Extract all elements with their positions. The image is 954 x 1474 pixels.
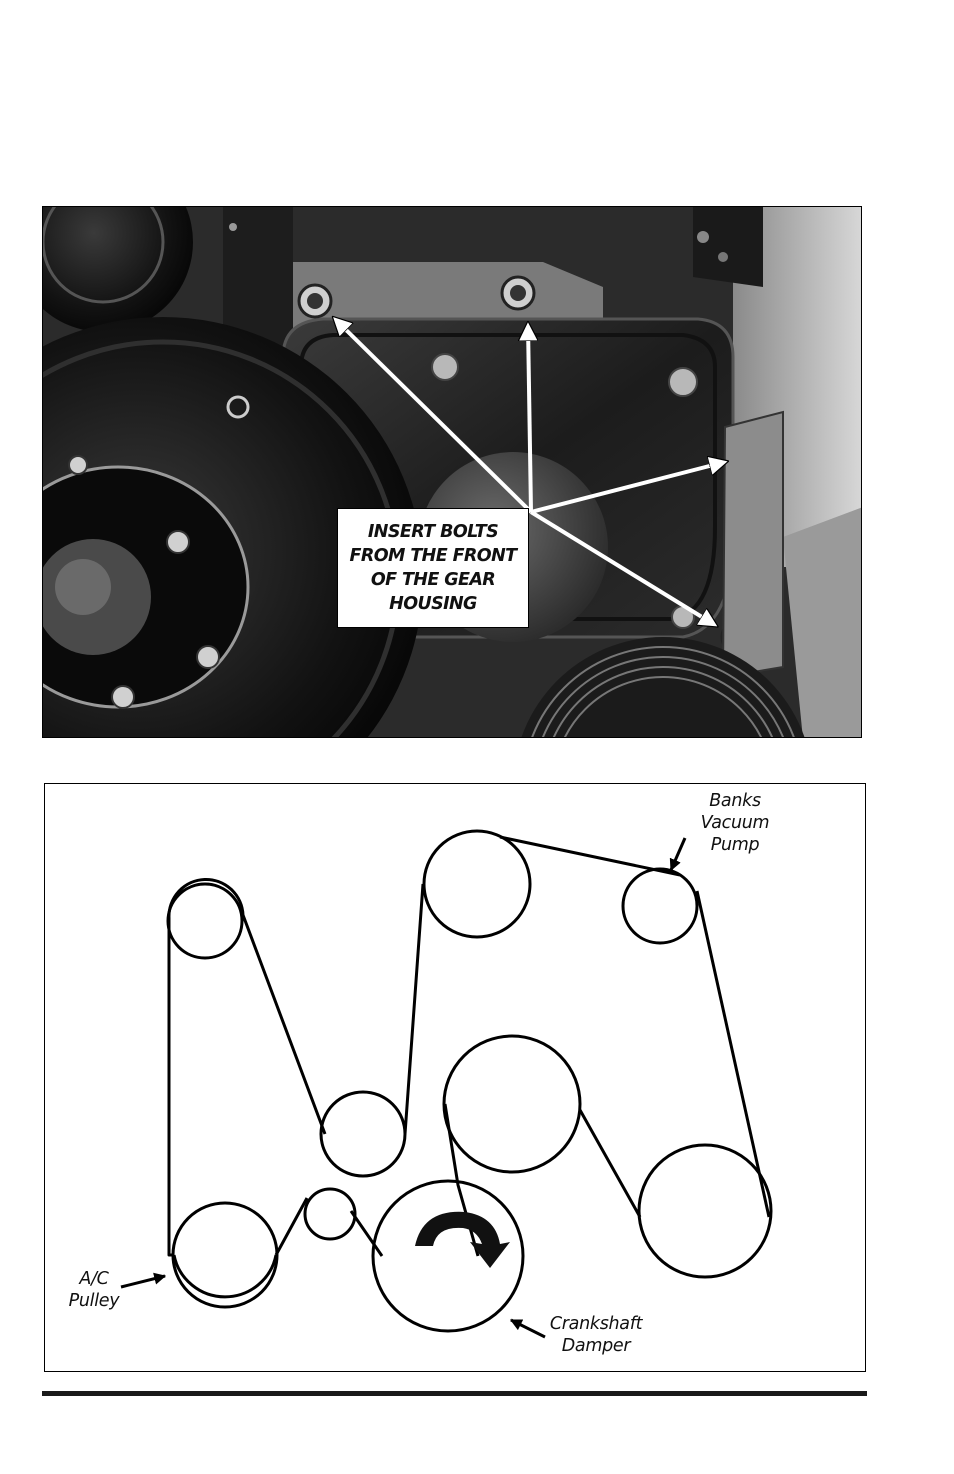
callout-line-4: HOUSING (389, 592, 477, 616)
top-center-pulley (424, 831, 530, 937)
crankshaft-label-line-2: Damper (541, 1335, 651, 1357)
ac-pulley-label-line-1: A/C (59, 1268, 129, 1290)
engine-gear-housing-photo (42, 206, 862, 738)
vacuum-pump-pointer (671, 838, 685, 870)
serpentine-belt (169, 837, 769, 1256)
idler-top-left-pulley (168, 884, 242, 958)
vacuum-pump-pulley (623, 869, 697, 943)
belt-routing-svg (45, 784, 866, 1372)
photo-illustration (43, 207, 862, 738)
right-bracket (723, 412, 783, 677)
crankshaft-damper-pulley (373, 1181, 523, 1331)
right-lower-pulley (639, 1145, 771, 1277)
ac-pulley (173, 1203, 277, 1307)
crankshaft-label-line-1: Crankshaft (541, 1313, 651, 1335)
idler-mid-pulley (321, 1092, 405, 1176)
pulleys (168, 831, 771, 1331)
bottom-rule-divider (42, 1391, 867, 1396)
small-idler-pulley (305, 1189, 355, 1239)
vacuum-pump-label: Banks Vacuum Pump (685, 790, 785, 856)
alternator-pulley (444, 1036, 580, 1172)
upper-component (693, 207, 763, 287)
vacuum-pump-label-line-1: Banks (685, 790, 785, 812)
belt-routing-diagram: Banks Vacuum Pump A/C Pulley Crankshaft … (44, 783, 866, 1372)
callout-line-2: FROM THE FRONT (350, 544, 517, 568)
ac-pulley-label: A/C Pulley (59, 1268, 129, 1312)
callout-line-1: INSERT BOLTS (368, 520, 498, 544)
photo-callout-box: INSERT BOLTS FROM THE FRONT OF THE GEAR … (337, 508, 529, 628)
ac-pulley-label-line-2: Pulley (59, 1290, 129, 1312)
vacuum-pump-label-line-3: Pump (685, 834, 785, 856)
rotation-arrow-icon (415, 1212, 510, 1268)
crankshaft-pointer (511, 1320, 545, 1337)
crankshaft-damper-label: Crankshaft Damper (541, 1313, 651, 1357)
vacuum-pump-label-line-2: Vacuum (685, 812, 785, 834)
callout-line-3: OF THE GEAR (371, 568, 495, 592)
